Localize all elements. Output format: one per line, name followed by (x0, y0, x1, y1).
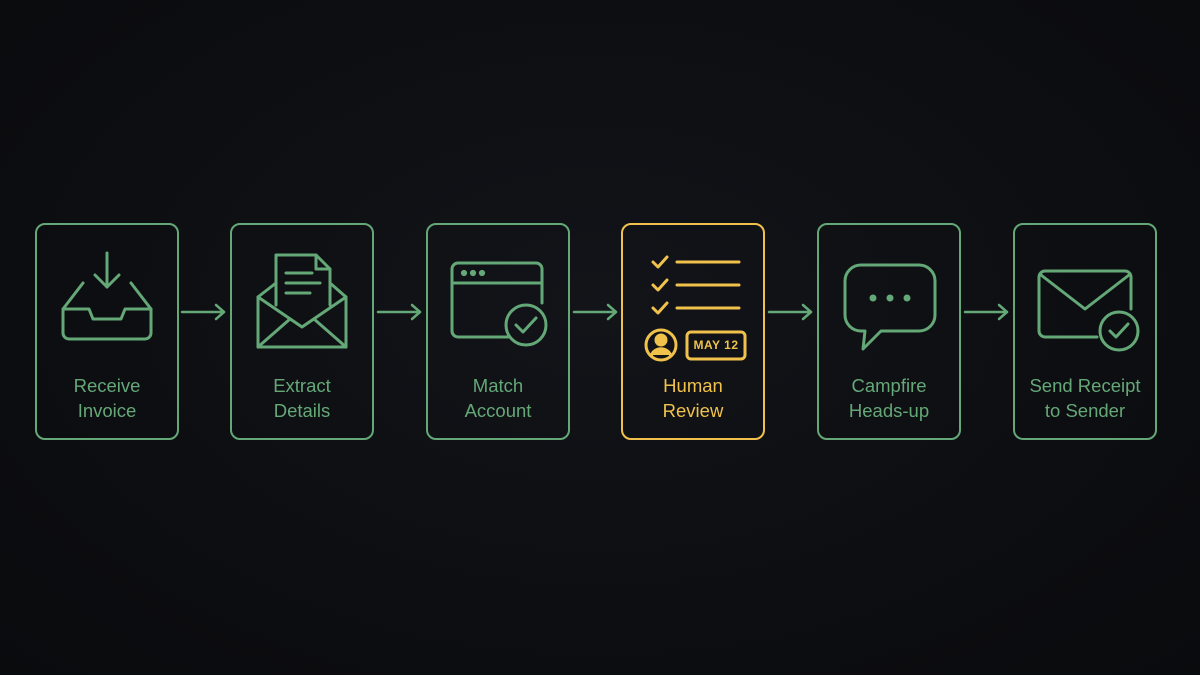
step-receive-invoice: Receive Invoice (35, 223, 179, 440)
browser-check-icon (428, 225, 568, 365)
step-label: Campfire Heads-up (848, 375, 930, 421)
chat-bubble-icon (819, 225, 959, 365)
flow-arrow-icon (572, 301, 620, 323)
flow-arrow-icon (963, 301, 1011, 323)
step-label: Extract Details (273, 375, 331, 421)
step-label: Receive Invoice (73, 375, 141, 421)
checklist-review-icon: MAY 12 (623, 225, 763, 365)
step-label: Human Review (662, 375, 724, 421)
flow-arrow-icon (767, 301, 815, 323)
step-campfire-heads-up: Campfire Heads-up (817, 223, 961, 440)
date-badge: MAY 12 (693, 338, 739, 352)
step-label: Match Account (464, 375, 532, 421)
step-send-receipt: Send Receipt to Sender (1013, 223, 1157, 440)
mail-check-icon (1015, 225, 1155, 365)
document-envelope-icon (232, 225, 372, 365)
step-label: Send Receipt to Sender (1029, 375, 1141, 421)
flow-arrow-icon (180, 301, 228, 323)
flow-arrow-icon (376, 301, 424, 323)
step-human-review: MAY 12 Human Review (621, 223, 765, 440)
inbox-download-icon (37, 225, 177, 365)
step-extract-details: Extract Details (230, 223, 374, 440)
step-match-account: Match Account (426, 223, 570, 440)
